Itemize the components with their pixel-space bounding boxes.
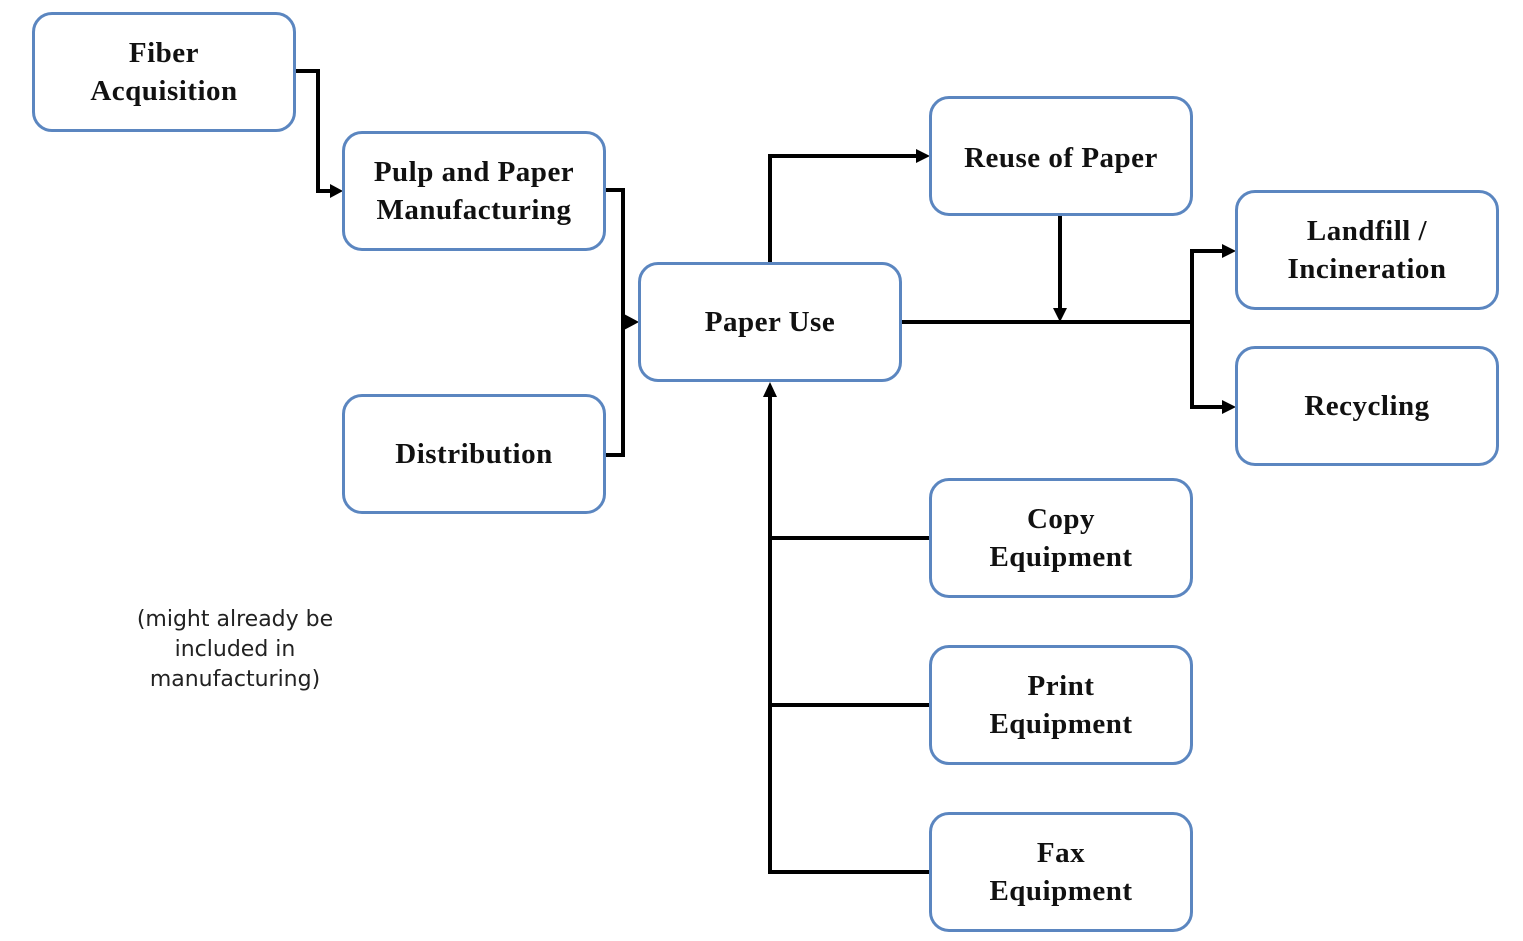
- node-reuse-of-paper: Reuse of Paper: [929, 96, 1193, 216]
- distribution-note: (might already be included in manufactur…: [136, 607, 334, 692]
- node-fax-equipment: Fax Equipment: [929, 812, 1193, 932]
- node-landfill-incineration: Landfill / Incineration: [1235, 190, 1499, 310]
- arrowhead-into-reuse: [916, 149, 930, 163]
- node-fiber-acquisition: Fiber Acquisition: [32, 12, 296, 132]
- node-label: Recycling: [1304, 390, 1430, 422]
- arrowhead-into-pulp: [330, 184, 343, 198]
- arrowhead-into-recycling: [1222, 400, 1236, 414]
- connector-to-landfill-recycling: [1190, 249, 1224, 409]
- node-distribution: Distribution: [342, 394, 606, 514]
- arrowhead-into-paper-use-bottom: [763, 382, 777, 397]
- connector-paper-use-to-reuse: [768, 154, 918, 262]
- arrowhead-into-landfill: [1222, 244, 1236, 258]
- node-print-equipment: Print Equipment: [929, 645, 1193, 765]
- connector-fiber-to-pulp: [295, 69, 332, 193]
- node-label: Landfill / Incineration: [1287, 215, 1447, 285]
- node-paper-use: Paper Use: [638, 262, 902, 382]
- node-copy-equipment: Copy Equipment: [929, 478, 1193, 598]
- arrowhead-reuse-into-output: [1053, 308, 1067, 322]
- node-label: Paper Use: [704, 306, 836, 338]
- node-recycling: Recycling: [1235, 346, 1499, 466]
- node-label: Fax Equipment: [989, 837, 1133, 907]
- node-pulp-paper-manufacturing: Pulp and Paper Manufacturing: [342, 131, 606, 251]
- node-label: Copy Equipment: [989, 503, 1133, 573]
- node-label: Distribution: [395, 438, 553, 470]
- node-label: Reuse of Paper: [964, 142, 1158, 174]
- node-label: Print Equipment: [989, 670, 1133, 740]
- connector-pulp-to-paper-use: [605, 188, 625, 457]
- node-label: Fiber Acquisition: [90, 37, 238, 107]
- arrowhead-into-paper-use-left: [624, 314, 639, 330]
- node-label: Pulp and Paper Manufacturing: [373, 156, 575, 226]
